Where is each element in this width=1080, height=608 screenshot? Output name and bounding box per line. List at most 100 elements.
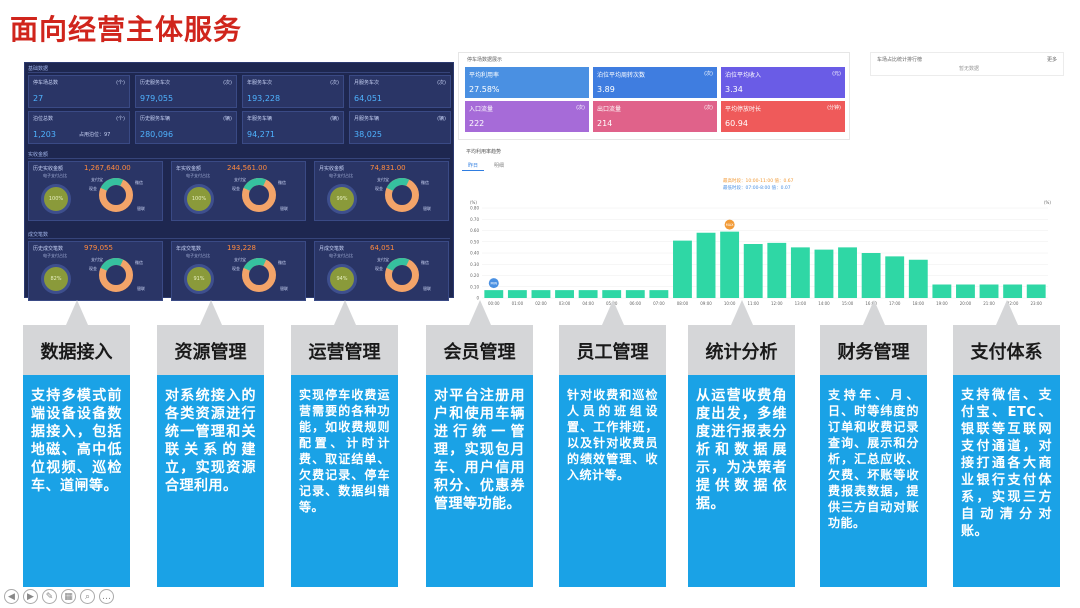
module-card: 数据接入 支持多模式前端设备设备数据接入，包括地磁、高中低位视频、巡检车、道闸等… bbox=[23, 300, 130, 587]
stat-value: 222 bbox=[469, 119, 485, 128]
kpi-unit: (次) bbox=[437, 80, 446, 86]
bar bbox=[979, 284, 999, 298]
grid-icon[interactable]: ▦ bbox=[61, 589, 76, 604]
module-title: 支付体系 bbox=[953, 300, 1060, 375]
bar bbox=[602, 290, 622, 298]
ring-label: 银联 bbox=[423, 286, 431, 291]
module-card: 员工管理 针对收费和巡检人员的班组设置、工作排班，以及针对收费员的绩效管理、收入… bbox=[559, 300, 666, 587]
y-tick-label: 0.30 bbox=[470, 262, 479, 267]
bar bbox=[507, 290, 527, 298]
x-tick-label: 20:00 bbox=[960, 301, 972, 306]
y-unit-right: (%) bbox=[1044, 200, 1051, 205]
x-tick-label: 21:00 bbox=[983, 301, 995, 306]
kpi-unit: (次) bbox=[223, 80, 232, 86]
stat-label: 出口流量 bbox=[597, 106, 622, 113]
stat-value: 27.58% bbox=[469, 85, 500, 94]
kpi-unit: (次) bbox=[330, 80, 339, 86]
chart-title: 平均利用率趋势 bbox=[466, 149, 502, 155]
electronic-pay-circle: 100% bbox=[184, 184, 214, 214]
prev-icon[interactable]: ◀ bbox=[4, 589, 19, 604]
bar bbox=[743, 244, 763, 298]
bar bbox=[861, 253, 881, 298]
x-tick-label: 02:00 bbox=[535, 301, 547, 306]
rank-more-link[interactable]: 更多 bbox=[1046, 57, 1057, 63]
module-description: 对系统接入的各类资源进行统一管理和关联关系的建立，实现资源合理利用。 bbox=[157, 375, 264, 587]
card-label: 历史成交笔数 bbox=[33, 246, 64, 252]
pay-ring bbox=[385, 258, 419, 292]
y-tick-label: 0.60 bbox=[470, 228, 479, 233]
min-marker-label: MIN bbox=[490, 282, 497, 286]
divider bbox=[28, 238, 450, 239]
y-tick-label: 0.70 bbox=[470, 217, 479, 222]
module-card: 财务管理 支持年、月、日、时等纬度的订单和收费记录查询、展示和分析，汇总应收、欠… bbox=[820, 300, 927, 587]
kpi-unit: (辆) bbox=[223, 116, 232, 122]
bar bbox=[484, 290, 504, 298]
more-icon[interactable]: … bbox=[99, 589, 114, 604]
ring-label: 微信 bbox=[421, 260, 429, 265]
bar bbox=[555, 290, 574, 298]
x-tick-label: 14:00 bbox=[818, 301, 830, 306]
bar bbox=[625, 290, 645, 298]
stat-card: 平均利用率 27.58% bbox=[465, 67, 589, 98]
income-card: 月实收金额 74,831.00 电子支付占比 99% 支付宝 微信 现金 银联 bbox=[314, 161, 449, 221]
stat-unit: (次) bbox=[576, 105, 585, 111]
x-tick-label: 11:00 bbox=[747, 301, 759, 306]
kpi-card: 月服务车辆 (辆) 38,025 bbox=[349, 111, 451, 144]
kpi-unit: (辆) bbox=[330, 116, 339, 122]
module-card: 会员管理 对平台注册用户和使用车辆进行统一管理，实现包月车、用户信用积分、优惠券… bbox=[426, 300, 533, 587]
ring-label: 银联 bbox=[423, 206, 431, 211]
x-tick-label: 03:00 bbox=[559, 301, 571, 306]
ring-label: 微信 bbox=[278, 180, 286, 185]
module-card: 资源管理 对系统接入的各类资源进行统一管理和关联关系的建立，实现资源合理利用。 bbox=[157, 300, 264, 587]
x-tick-label: 09:00 bbox=[700, 301, 712, 306]
kpi-label: 停车场总数 bbox=[33, 80, 59, 86]
kpi-value: 27 bbox=[33, 94, 44, 103]
kpi-value: 193,228 bbox=[247, 94, 281, 103]
module-description: 支持微信、支付宝、ETC、银联等互联网支付通道，对接打通各大商业银行支付体系，实… bbox=[953, 375, 1060, 587]
bar bbox=[908, 259, 928, 298]
electronic-pay-circle: 99% bbox=[327, 184, 357, 214]
income-card: 历史实收金额 1,267,640.00 电子支付占比 100% 支付宝 微信 现… bbox=[28, 161, 163, 221]
max-marker bbox=[724, 219, 735, 230]
zoom-icon[interactable]: ⌕ bbox=[80, 589, 95, 604]
y-tick-label: 0.80 bbox=[470, 206, 479, 211]
module-title: 会员管理 bbox=[426, 300, 533, 375]
bar bbox=[1003, 284, 1023, 298]
module-card: 统计分析 从运营收费角度出发，多维度进行报表分析和数据展示，为决策者提供数据依据… bbox=[688, 300, 795, 587]
ring-label: 银联 bbox=[137, 206, 145, 211]
pen-icon[interactable]: ✎ bbox=[42, 589, 57, 604]
module-description: 支持年、月、日、时等纬度的订单和收费记录查询、展示和分析，汇总应收、欠费、坏账等… bbox=[820, 375, 927, 587]
ring-label: 银联 bbox=[280, 206, 288, 211]
section-income-label: 实收金额 bbox=[28, 152, 49, 158]
pay-ring bbox=[242, 178, 276, 212]
electronic-pay-circle: 100% bbox=[41, 184, 71, 214]
module-description: 从运营收费角度出发，多维度进行报表分析和数据展示，为决策者提供数据依据。 bbox=[688, 375, 795, 587]
kpi-label: 年服务车辆 bbox=[247, 116, 273, 122]
ring-label: 微信 bbox=[135, 180, 143, 185]
utilization-bar-chart: (%)(%)0.800.700.600.500.400.300.200.1000… bbox=[470, 177, 1051, 306]
bar bbox=[720, 231, 740, 298]
next-icon[interactable]: ▶ bbox=[23, 589, 38, 604]
kpi-label: 月服务车辆 bbox=[354, 116, 380, 122]
card-value: 193,228 bbox=[227, 244, 256, 252]
x-tick-label: 17:00 bbox=[889, 301, 901, 306]
tab-yesterday[interactable]: 昨日 bbox=[462, 161, 485, 171]
kpi-value: 94,271 bbox=[247, 130, 275, 139]
bar bbox=[673, 240, 692, 298]
module-title: 财务管理 bbox=[820, 300, 927, 375]
stat-label: 泊位平均收入 bbox=[725, 72, 762, 79]
bar bbox=[578, 290, 598, 298]
module-description: 支持多模式前端设备设备数据接入，包括地磁、高中低位视频、巡检车、道闸等。 bbox=[23, 375, 130, 587]
stat-value: 214 bbox=[597, 119, 613, 128]
stats-header: 停车场数据展示 bbox=[467, 57, 503, 63]
ring-label: 微信 bbox=[278, 260, 286, 265]
stat-value: 3.34 bbox=[725, 85, 743, 94]
bar bbox=[531, 290, 551, 298]
bar bbox=[838, 247, 857, 298]
y-tick-label: 0.50 bbox=[470, 239, 479, 244]
tab-detail[interactable]: 明细 bbox=[494, 163, 505, 169]
ring-label: 支付宝 bbox=[234, 177, 246, 182]
electronic-pay-circle: 82% bbox=[41, 264, 71, 294]
